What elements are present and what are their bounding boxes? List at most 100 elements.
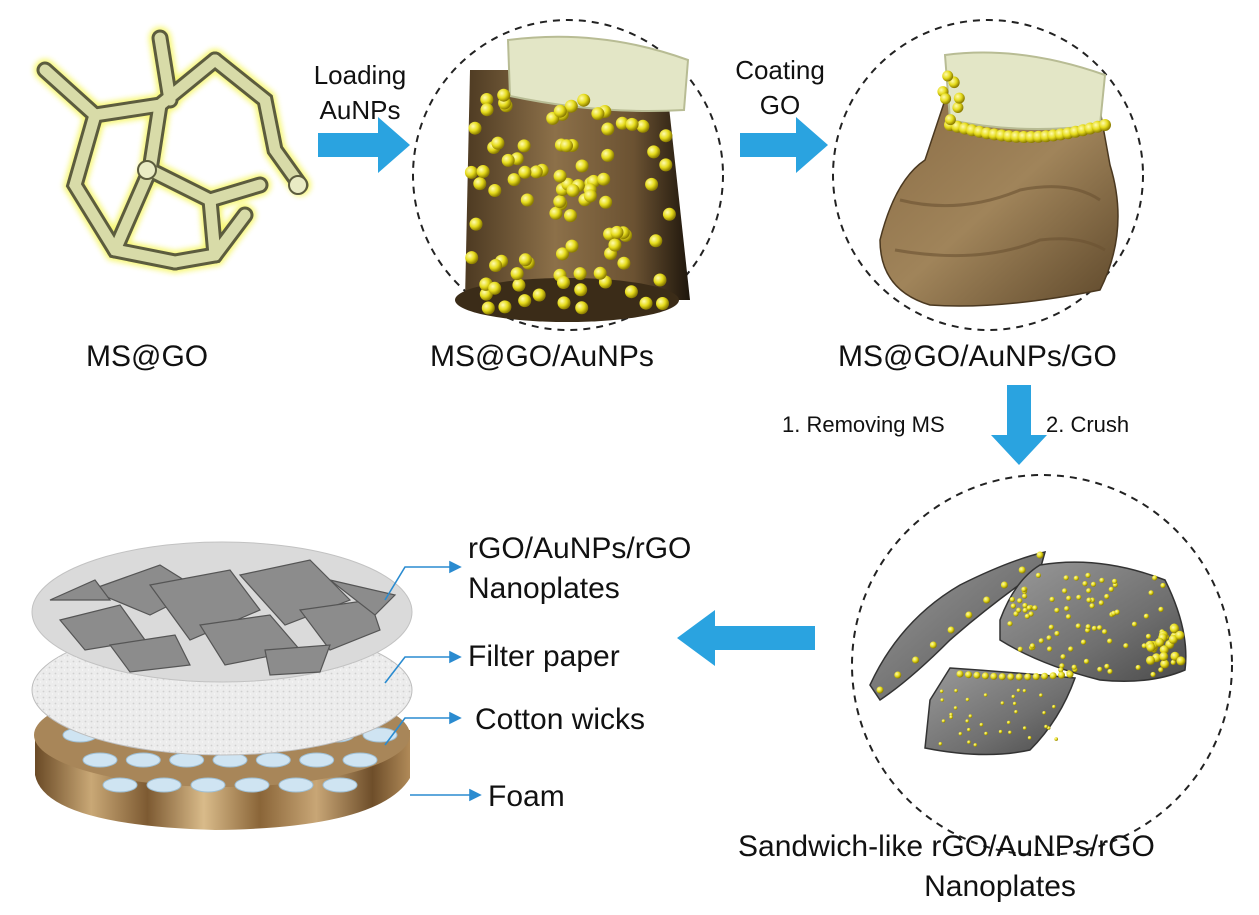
gold-nanoparticle (518, 253, 532, 267)
gold-nanoparticle (517, 139, 531, 153)
gold-nanoparticle (944, 114, 956, 126)
gold-nanoparticle (1176, 656, 1186, 666)
gold-nanoparticle (520, 193, 534, 207)
gold-nanoparticle (1039, 693, 1043, 697)
gold-nanoparticle (468, 121, 482, 135)
gold-nanoparticle (601, 148, 615, 162)
gold-nanoparticle (557, 276, 570, 289)
gold-nanoparticle (1075, 623, 1081, 629)
gold-nanoparticle (497, 88, 511, 102)
gold-nanoparticle (1060, 654, 1066, 660)
gold-nanoparticle (1024, 613, 1030, 619)
gold-nanoparticle (979, 722, 984, 727)
gold-nanoparticle (1054, 737, 1058, 741)
gold-nanoparticle (990, 672, 998, 680)
gold-nanoparticle (518, 165, 532, 179)
gold-nanoparticle (597, 172, 611, 186)
gold-nanoparticle (510, 267, 524, 281)
gold-nanoparticle (1007, 673, 1015, 681)
cotton-wick (278, 777, 314, 793)
cotton-wick (255, 752, 291, 768)
gold-nanoparticle (1135, 664, 1141, 671)
cotton-wick (169, 752, 205, 768)
gold-nanoparticle (1009, 596, 1015, 603)
gold-nanoparticle (1170, 659, 1176, 666)
sandwich-nanoplates-illustration (851, 474, 1233, 856)
gold-nanoparticle (512, 278, 526, 292)
gold-nanoparticle (876, 686, 884, 694)
gold-nanoparticle (958, 732, 963, 736)
gold-nanoparticle (949, 712, 953, 717)
gold-nanoparticle (953, 92, 965, 104)
gold-nanoparticle (984, 731, 988, 736)
gold-nanoparticle (1024, 673, 1032, 681)
gold-nanoparticle (1065, 614, 1072, 620)
gold-nanoparticle (1017, 598, 1023, 604)
gold-nanoparticle (947, 626, 955, 634)
gold-nanoparticle (939, 689, 944, 694)
gold-nanoparticle (1022, 602, 1028, 609)
gold-nanoparticle (1114, 609, 1120, 615)
gold-nanoparticle (599, 195, 613, 209)
gold-nanoparticle (1104, 663, 1110, 670)
gold-nanoparticle (940, 698, 944, 702)
gold-nanoparticle (1159, 652, 1169, 661)
gold-nanoparticle (1048, 624, 1054, 630)
gold-nanoparticle (929, 641, 937, 649)
gold-nanoparticle (894, 671, 902, 679)
gold-nanoparticle (973, 671, 981, 679)
gold-nanoparticle (549, 206, 563, 220)
layered-device-illustration (31, 541, 482, 830)
step-coating-line1: Coating (735, 55, 825, 85)
gold-nanoparticle (1175, 630, 1185, 640)
gold-nanoparticle (1062, 588, 1068, 594)
gold-nanoparticle (1107, 638, 1113, 644)
gold-nanoparticle (1026, 605, 1032, 611)
gold-nanoparticle (1086, 588, 1092, 594)
gold-nanoparticle (608, 238, 622, 252)
gold-nanoparticle (1089, 603, 1095, 609)
cotton-wick (102, 777, 138, 793)
gold-nanoparticle (983, 693, 988, 697)
gold-nanoparticle (956, 670, 964, 678)
gold-nanoparticle (1047, 646, 1053, 652)
gold-nanoparticle (639, 296, 653, 310)
gold-nanoparticle (1080, 639, 1087, 645)
gold-nanoparticle (1145, 633, 1152, 640)
gold-nanoparticle (645, 177, 659, 191)
gold-nanoparticle (1068, 646, 1074, 652)
gold-nanoparticle (1160, 582, 1166, 589)
gold-nanoparticle (564, 209, 577, 223)
gold-nanoparticle (965, 671, 972, 679)
gold-nanoparticle (952, 102, 964, 113)
gold-nanoparticle (507, 173, 521, 187)
gold-nanoparticle (965, 611, 973, 619)
layer-foam: Foam (488, 780, 565, 813)
gold-nanoparticle (464, 165, 478, 179)
gold-nanoparticle (1146, 642, 1156, 652)
cotton-wick (299, 752, 335, 768)
gold-nanoparticle (1099, 577, 1105, 583)
gold-nanoparticle (1041, 672, 1049, 680)
gold-nanoparticle (1104, 593, 1110, 600)
gold-nanoparticle (1143, 613, 1149, 619)
gold-nanoparticle (565, 239, 579, 253)
gold-nanoparticle (1016, 607, 1022, 613)
gold-nanoparticle (1083, 658, 1090, 665)
gold-nanoparticle (1046, 635, 1052, 641)
gold-nanoparticle (636, 119, 650, 133)
gold-nanoparticle (1090, 581, 1097, 587)
step-loading-line1: Loading (313, 60, 407, 90)
gold-nanoparticle (498, 300, 512, 314)
gold-nanoparticle (1076, 594, 1082, 600)
gold-nanoparticle (553, 104, 567, 118)
gold-nanoparticle (1038, 638, 1044, 644)
gold-nanoparticle (649, 234, 663, 248)
arrow-assembly (677, 610, 815, 666)
ms-go-aunps-illustration (412, 19, 724, 331)
gold-nanoparticle (1027, 736, 1032, 740)
gold-nanoparticle (1028, 611, 1034, 617)
gold-nanoparticle (465, 251, 479, 265)
gold-nanoparticle (912, 656, 920, 664)
gold-nanoparticle (593, 266, 607, 280)
